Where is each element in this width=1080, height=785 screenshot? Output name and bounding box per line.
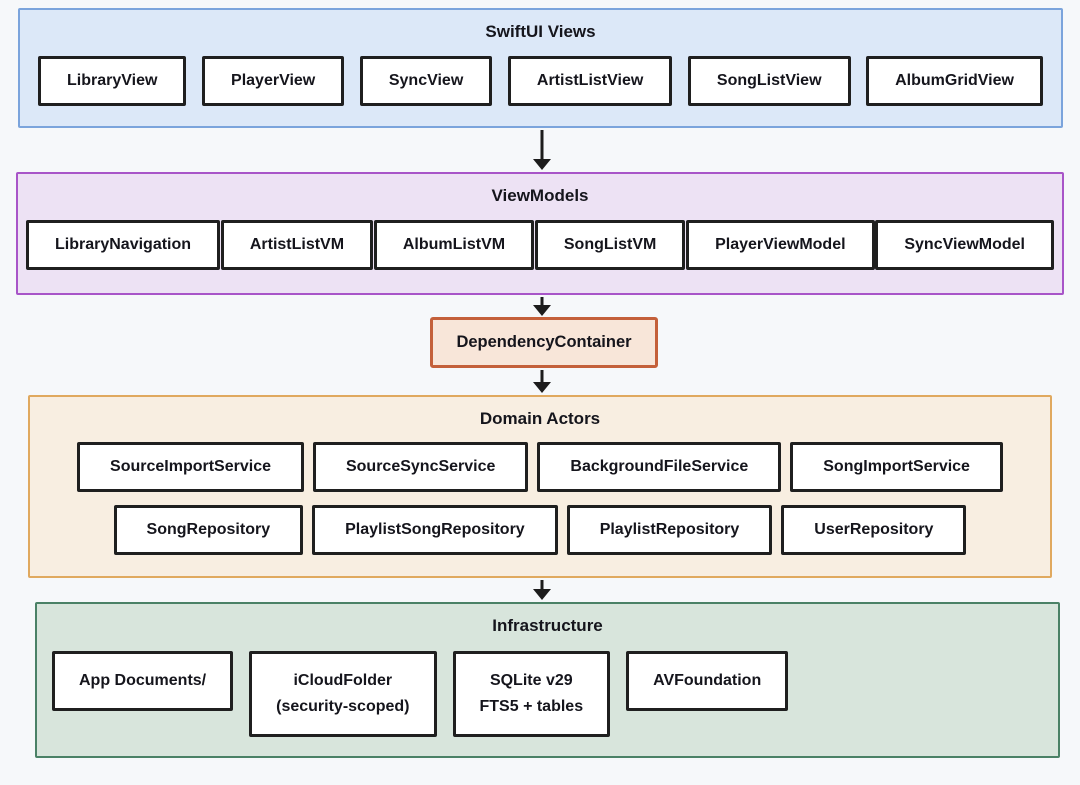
layer-title-domain-actors: Domain Actors	[479, 409, 601, 428]
node-box: iCloudFolder (security-scoped)	[249, 651, 437, 737]
arrow-domain-to-infrastructure-icon	[533, 580, 551, 600]
layer-infrastructure: Infrastructure App Documents/iCloudFolde…	[35, 602, 1060, 758]
node-box: SourceSyncService	[312, 442, 529, 492]
node-dependency-container: DependencyContainer	[430, 317, 658, 368]
node-box: PlaylistSongRepository	[312, 505, 558, 555]
node-box: UserRepository	[781, 505, 967, 555]
node-box: ArtistListVM	[220, 220, 374, 270]
layer-title-infrastructure: Infrastructure	[492, 616, 603, 635]
node-box: PlayerViewModel	[686, 220, 875, 270]
layer-title-viewmodels: ViewModels	[491, 186, 589, 205]
node-box: AlbumGridView	[866, 56, 1043, 106]
node-box: PlaylistRepository	[566, 505, 773, 555]
layer-swiftui-views: SwiftUI Views LibraryView PlayerView SyncV…	[18, 8, 1063, 128]
node-box: SQLite v29 FTS5 + tables	[452, 651, 611, 737]
arrow-shaft	[540, 370, 544, 385]
swiftui-views-row: LibraryView PlayerView SyncView ArtistListV…	[20, 56, 1061, 106]
arrow-shaft	[540, 580, 544, 592]
node-box: AlbumListVM	[373, 220, 535, 270]
arrow-shaft	[540, 130, 544, 162]
arrow-viewmodels-to-dependency-icon	[533, 297, 551, 316]
node-box: LibraryNavigation	[26, 220, 221, 270]
node-box: SyncViewModel	[875, 220, 1054, 270]
node-box: AVFoundation	[626, 651, 789, 711]
arrow-head	[533, 382, 551, 393]
node-box: SongListVM	[534, 220, 686, 270]
arrow-head	[533, 305, 551, 316]
arrow-shaft	[540, 297, 544, 308]
node-box: SongListView	[687, 56, 851, 106]
arrow-dependency-to-domain-icon	[533, 370, 551, 393]
node-box: ArtistListView	[507, 56, 673, 106]
node-box: SongImportService	[790, 442, 1003, 492]
infrastructure-row: App Documents/iCloudFolder (security-sco…	[37, 651, 1058, 737]
node-box: LibraryView	[38, 56, 187, 106]
node-box: BackgroundFileService	[537, 442, 782, 492]
node-box: App Documents/	[52, 651, 234, 711]
node-box: PlayerView	[202, 56, 345, 106]
arrow-head	[533, 159, 551, 170]
node-box: SourceImportService	[77, 442, 304, 492]
node-box: SyncView	[359, 56, 493, 106]
arrow-head	[533, 589, 551, 600]
arrow-views-to-viewmodels-icon	[533, 130, 551, 170]
node-box: SongRepository	[113, 505, 304, 555]
layer-title-swiftui-views: SwiftUI Views	[485, 22, 596, 41]
